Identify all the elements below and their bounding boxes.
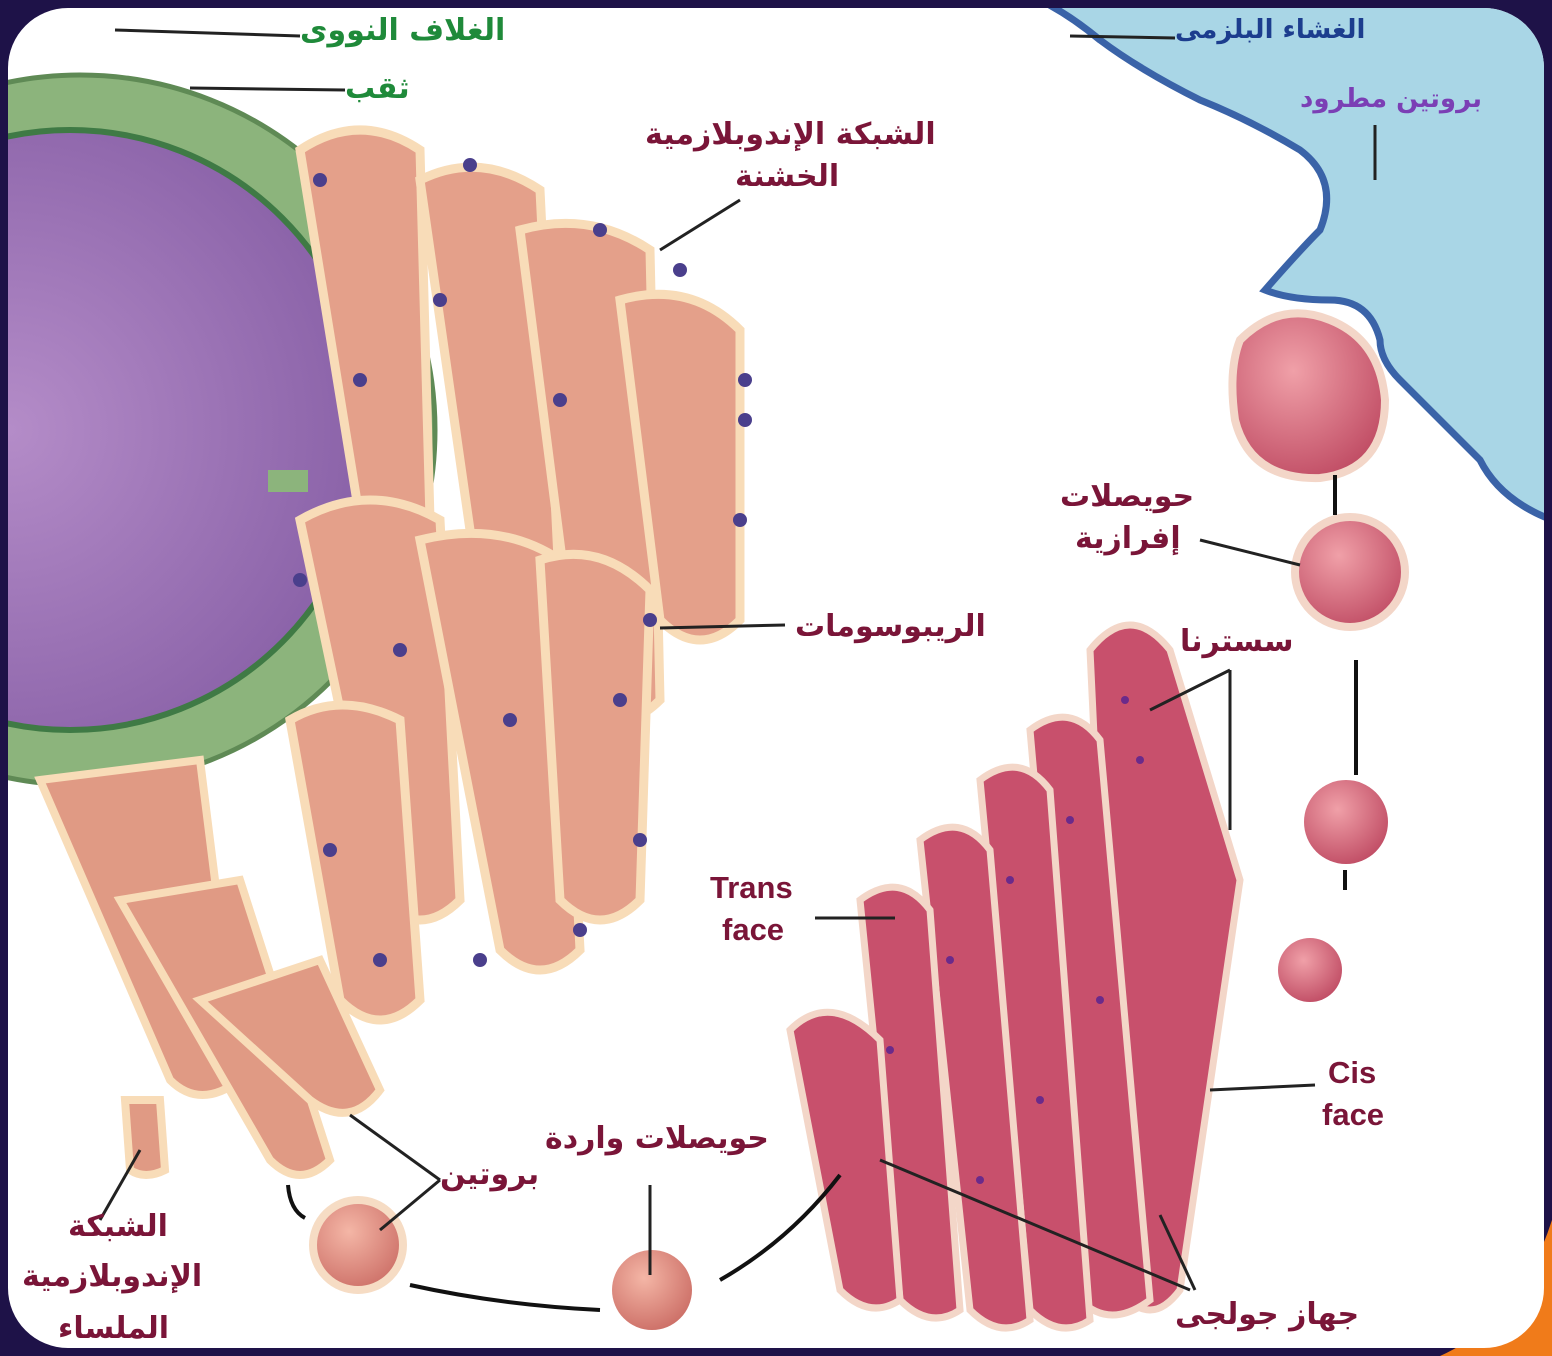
label-protein: بروتين [440,1158,539,1193]
secretory-vesicle [1295,517,1405,627]
label-cisternae: سسترنا [1180,625,1293,660]
label-plasma-membrane: الغشاء البلزمى [1175,16,1365,46]
label-trans-face-line1: Trans [710,870,793,906]
label-secretory-vesicles-line1: حويصلات [1060,480,1194,515]
label-cis-face-line2: face [1322,1097,1384,1133]
label-smooth-er-line1: الشبكة [68,1210,168,1245]
label-rough-er-line2: الخشنة [735,160,839,195]
label-smooth-er-line2: الإندوبلازمية [22,1260,202,1295]
label-secreted-protein: بروتين مطرود [1300,85,1482,115]
label-incoming-vesicles: حويصلات واردة [545,1122,769,1157]
incoming-vesicle [612,1250,692,1330]
label-nuclear-envelope: الغلاف النووى [300,14,505,49]
label-secretory-vesicles-line2: إفرازية [1075,522,1181,557]
label-golgi-apparatus: جهاز جولجى [1175,1298,1359,1333]
label-pore: ثقب [345,72,410,107]
cis-bud-vesicle [1278,938,1342,1002]
label-smooth-er-line3: الملساء [58,1312,169,1347]
fusing-vesicle [1232,313,1385,478]
label-ribosomes: الريبوسومات [795,610,986,645]
label-rough-er-line1: الشبكة الإندوبلازمية [645,118,936,153]
label-trans-face-line2: face [722,912,784,948]
transport-vesicle [1304,780,1388,864]
er-vesicle [313,1200,403,1290]
label-cis-face-line1: Cis [1328,1055,1376,1091]
